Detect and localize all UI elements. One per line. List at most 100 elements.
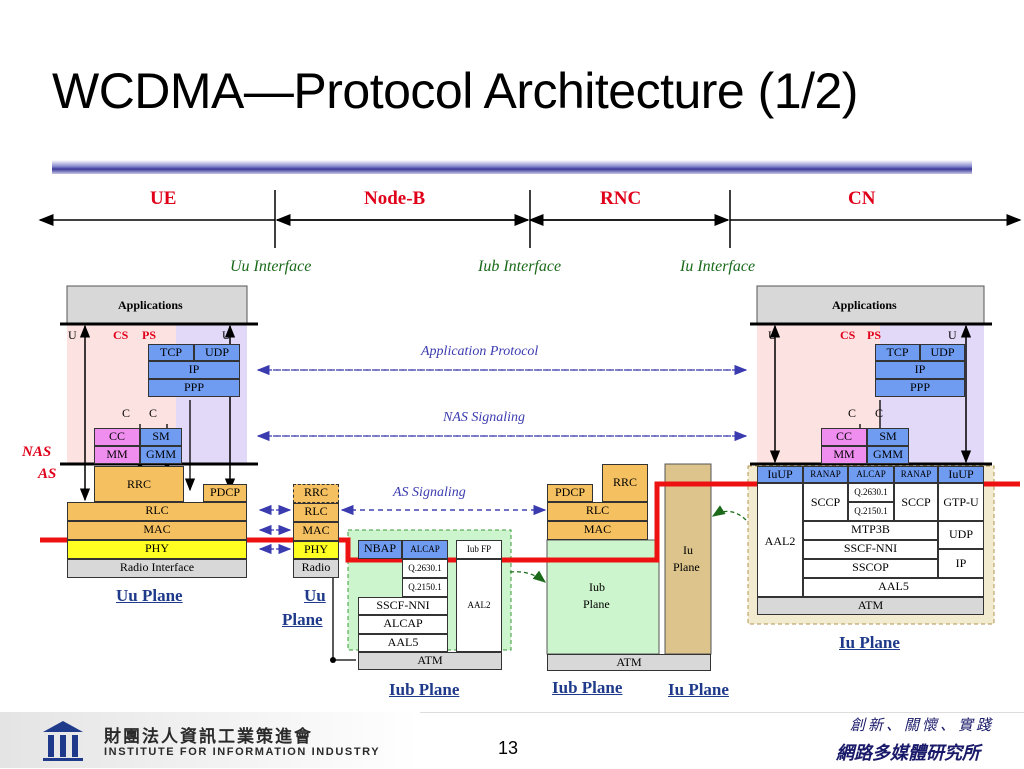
iu-plane-right-label: Iu Plane	[839, 633, 900, 652]
ue-sm: SM	[140, 428, 182, 446]
cn-gtp-u: GTP-U	[938, 483, 984, 521]
ue-phy: PHY	[67, 540, 247, 559]
ue-udp: UDP	[194, 344, 240, 361]
org-name-english: INSTITUTE FOR INFORMATION INDUSTRY	[104, 746, 381, 758]
iu-interface-label: Iu Interface	[680, 258, 756, 275]
nodeb-alcap-2: ALCAP	[358, 615, 448, 634]
ue-u-left: U	[68, 328, 77, 342]
application-protocol-label: Application Protocol	[421, 344, 539, 359]
cn-ps: PS	[867, 328, 882, 342]
ue-mm: MM	[94, 446, 140, 464]
cn-sccp-2: SCCP	[894, 483, 938, 521]
ue-c1: C	[122, 406, 131, 420]
nodeb-phy: PHY	[293, 541, 339, 559]
cn-udp: UDP	[920, 344, 965, 361]
cn-app-bg	[756, 285, 985, 325]
cn-atm: ATM	[757, 597, 984, 615]
cn-ip: IP	[875, 361, 965, 379]
cn-alcap: ALCAP	[848, 466, 894, 483]
nodeb-nbap: NBAP	[358, 540, 402, 559]
nodeb-rrc: RRC	[293, 484, 339, 503]
uu-interface-label: Uu Interface	[230, 258, 312, 275]
cn-c2: C	[875, 406, 884, 420]
ue-app-bg	[66, 285, 248, 325]
cn-mm: MM	[821, 446, 867, 464]
as-signaling-label: AS Signaling	[393, 485, 466, 500]
ue-ppp: PPP	[148, 379, 240, 397]
rnc-mac: MAC	[547, 521, 648, 540]
nodeb-aal2: AAL2	[456, 559, 502, 652]
node-nodeb: Node-B	[364, 188, 426, 209]
ue-cs: CS	[113, 328, 129, 342]
lab-name: 網路多媒體研究所	[836, 743, 980, 764]
ue-gmm: GMM	[140, 446, 182, 464]
cn-u-right: U	[948, 328, 957, 342]
rnc-iub-plane-1: Iub	[589, 580, 605, 594]
nodeb-mac: MAC	[293, 522, 339, 541]
ue-mac: MAC	[67, 521, 247, 540]
cn-iuup-2: IuUP	[938, 466, 984, 483]
ue-tcp: TCP	[148, 344, 194, 361]
cn-q2150: Q.2150.1	[848, 502, 894, 521]
iu-plane-mid-label: Iu Plane	[668, 680, 729, 699]
nas-signaling-label: NAS Signaling	[443, 410, 526, 425]
page-number: 13	[498, 738, 519, 758]
rnc-iu-plane-1: Iu	[683, 543, 693, 557]
cn-sscop: SSCOP	[803, 559, 938, 578]
cn-mtp3b: MTP3B	[803, 521, 938, 540]
cn-u-left: U	[768, 328, 777, 342]
nodeb-aal5: AAL5	[358, 634, 448, 652]
iub-interface-label: Iub Interface	[478, 258, 562, 275]
nodeb-sscf-nni: SSCF-NNI	[358, 597, 448, 615]
node-rnc: RNC	[600, 188, 642, 209]
cn-cs: CS	[840, 328, 856, 342]
ue-rrc: RRC	[94, 466, 184, 502]
ue-ps: PS	[142, 328, 157, 342]
cn-gmm: GMM	[867, 446, 909, 464]
ue-rlc: RLC	[67, 502, 247, 521]
nodeb-alcap: ALCAP	[402, 540, 448, 559]
page-title: WCDMA—Protocol Architecture (1/2)	[52, 63, 858, 119]
cn-sscf-nni: SSCF-NNI	[803, 540, 938, 559]
nodeb-q2630: Q.2630.1	[402, 559, 448, 578]
rnc-rlc: RLC	[547, 502, 648, 521]
ue-radio-interface: Radio Interface	[67, 559, 247, 578]
uu-plane-label-b2: Plane	[282, 610, 323, 629]
cn-sm: SM	[867, 428, 909, 446]
nodeb-atm: ATM	[358, 652, 502, 670]
ue-u-right: U	[222, 328, 231, 342]
ue-cc: CC	[94, 428, 140, 446]
iub-plane-left-label: Iub Plane	[389, 680, 460, 699]
nodeb-iub-fp: Iub FP	[456, 540, 502, 559]
cn-aal2: AAL2	[757, 483, 803, 597]
iii-logo-icon	[43, 721, 83, 761]
cn-sccp-1: SCCP	[803, 483, 848, 521]
nodeb-rlc: RLC	[293, 503, 339, 522]
cn-ranap-1: RANAP	[803, 466, 848, 483]
uu-plane-label: Uu Plane	[116, 586, 183, 605]
rnc-iu-plane	[664, 463, 712, 655]
cn-cc: CC	[821, 428, 867, 446]
cn-iuup-1: IuUP	[757, 466, 803, 483]
as-label: AS	[38, 466, 57, 482]
cn-udp-2: UDP	[938, 521, 984, 549]
cn-ip-2: IP	[938, 549, 984, 578]
ue-c2: C	[149, 406, 158, 420]
nas-label: NAS	[22, 444, 52, 460]
nodeb-radio: Radio	[293, 559, 339, 578]
node-span-arrows	[38, 190, 1022, 248]
rnc-pdcp: PDCP	[547, 484, 593, 502]
rnc-iu-plane-2: Plane	[673, 560, 700, 574]
node-cn: CN	[848, 188, 876, 209]
ue-ip: IP	[148, 361, 240, 379]
nodeb-q2150: Q.2150.1	[402, 578, 448, 597]
node-ue: UE	[150, 188, 177, 209]
uu-plane-label-b1: Uu	[304, 586, 326, 605]
org-name-chinese: 財團法人資訊工業策進會	[104, 727, 313, 747]
iub-plane-mid-label: Iub Plane	[552, 678, 623, 697]
ue-pdcp: PDCP	[203, 484, 247, 502]
cn-ranap-2: RANAP	[894, 466, 938, 483]
ue-applications: Applications	[118, 298, 183, 312]
rnc-atm: ATM	[547, 654, 711, 671]
rnc-rrc: RRC	[602, 464, 648, 502]
